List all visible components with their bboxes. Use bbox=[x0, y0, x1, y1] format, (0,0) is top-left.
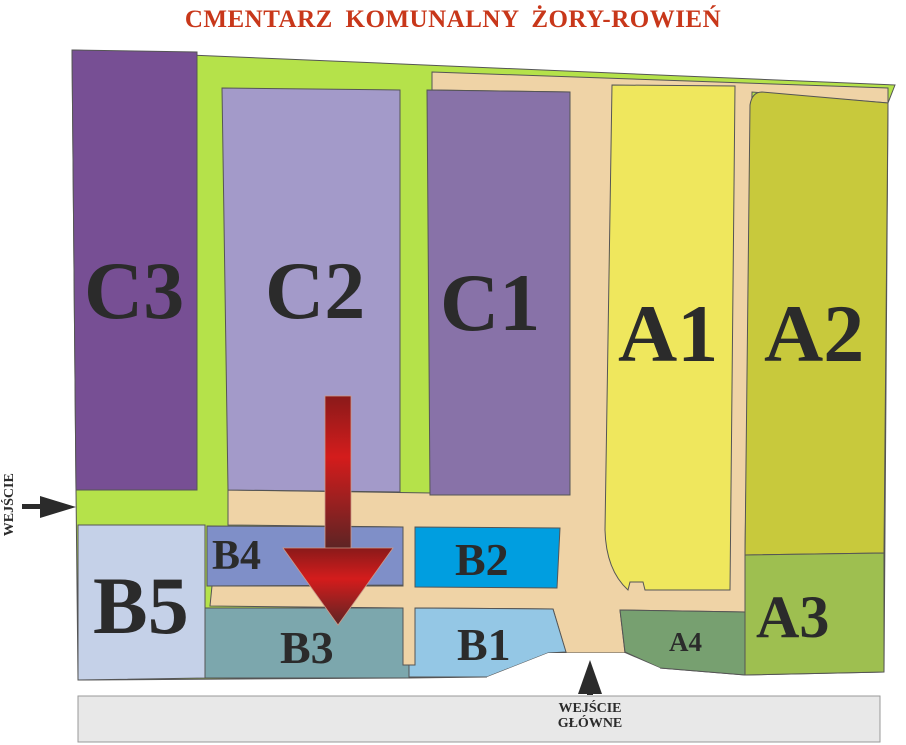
label-c3: C3 bbox=[84, 245, 185, 336]
label-b3: B3 bbox=[280, 622, 334, 673]
section-b2[interactable] bbox=[414, 526, 561, 589]
main-entrance-line1: WEJŚCIE bbox=[558, 701, 622, 716]
main-entrance-arrow-icon bbox=[578, 660, 602, 695]
location-arrow-icon bbox=[282, 395, 394, 626]
map-title: CMENTARZ KOMUNALNY ŻORY-ROWIEŃ bbox=[184, 6, 722, 33]
side-entrance-arrow-icon bbox=[22, 496, 76, 518]
label-b5: B5 bbox=[93, 560, 189, 651]
label-a2: A2 bbox=[764, 288, 865, 379]
label-b1: B1 bbox=[457, 619, 511, 670]
main-entrance-area bbox=[487, 653, 660, 690]
label-b4: B4 bbox=[212, 533, 262, 579]
section-c1[interactable] bbox=[426, 89, 571, 496]
section-c3[interactable] bbox=[71, 49, 198, 491]
street bbox=[77, 695, 881, 743]
label-c2: C2 bbox=[265, 245, 366, 336]
label-a1: A1 bbox=[618, 288, 719, 379]
section-a4[interactable] bbox=[619, 609, 746, 676]
label-a4: A4 bbox=[669, 627, 702, 657]
side-entrance-label: WEJŚCIE bbox=[1, 473, 17, 537]
main-entrance-label: WEJŚCIE GŁÓWNE bbox=[550, 701, 630, 732]
label-b2: B2 bbox=[455, 534, 509, 585]
label-a3: A3 bbox=[756, 584, 830, 650]
label-c1: C1 bbox=[440, 257, 541, 348]
section-c2[interactable] bbox=[221, 87, 401, 493]
section-a1[interactable] bbox=[604, 84, 736, 591]
main-entrance-line2: GŁÓWNE bbox=[557, 716, 623, 732]
